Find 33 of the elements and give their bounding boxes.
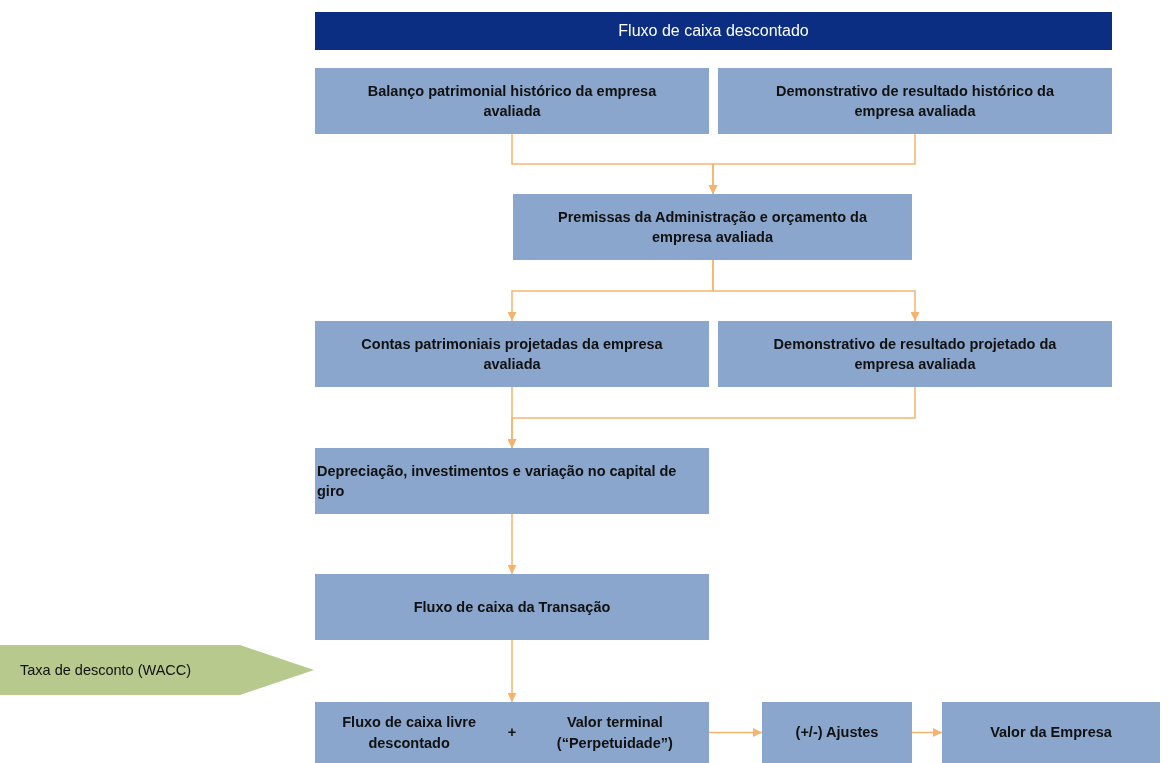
box-text: Fluxo de caixa livre descontado [341, 713, 478, 753]
connector-arrow [708, 728, 763, 737]
process-box [718, 321, 1112, 387]
box-text: Balanço patrimonial histórico da empresa avaliada [366, 81, 658, 121]
process-box [762, 702, 912, 763]
connector-arrow [708, 133, 916, 195]
connector-arrow [507, 639, 517, 703]
box-text: Fluxo de caixa descontado [618, 20, 809, 41]
box-text: Premissas da Administração e orçamento da empresa avaliada [557, 207, 868, 247]
process-box [718, 68, 1112, 134]
process-box [513, 194, 912, 260]
connector-arrow [911, 728, 943, 737]
header-bar [315, 12, 1112, 50]
connector-arrow [507, 513, 517, 575]
process-box [315, 702, 709, 763]
box-text: Taxa de desconto (WACC) [20, 660, 192, 680]
connector-arrow [712, 259, 920, 322]
process-box [315, 321, 709, 387]
plus-sign: + [506, 723, 518, 743]
box-text: Contas patrimoniais projetadas da empresa avaliada [360, 334, 664, 374]
box-text: Valor terminal (“Perpetuidade”) [555, 713, 674, 753]
process-box [315, 574, 709, 640]
box-text: Fluxo de caixa da Transação [413, 597, 611, 617]
pentagon-arrow [0, 645, 314, 695]
process-box [942, 702, 1160, 763]
process-box [315, 448, 709, 514]
box-text: Valor da Empresa [990, 723, 1112, 743]
box-text: Demonstrativo de resultado projetado da empresa avaliada [772, 334, 1058, 374]
process-box [315, 68, 709, 134]
box-text: Demonstrativo de resultado histórico da empresa avaliada [775, 81, 1055, 121]
connector-arrow [507, 386, 916, 449]
box-text: (+/-) Ajustes [795, 723, 879, 743]
box-text: Depreciação, investimentos e variação no capital de giro [317, 461, 678, 501]
